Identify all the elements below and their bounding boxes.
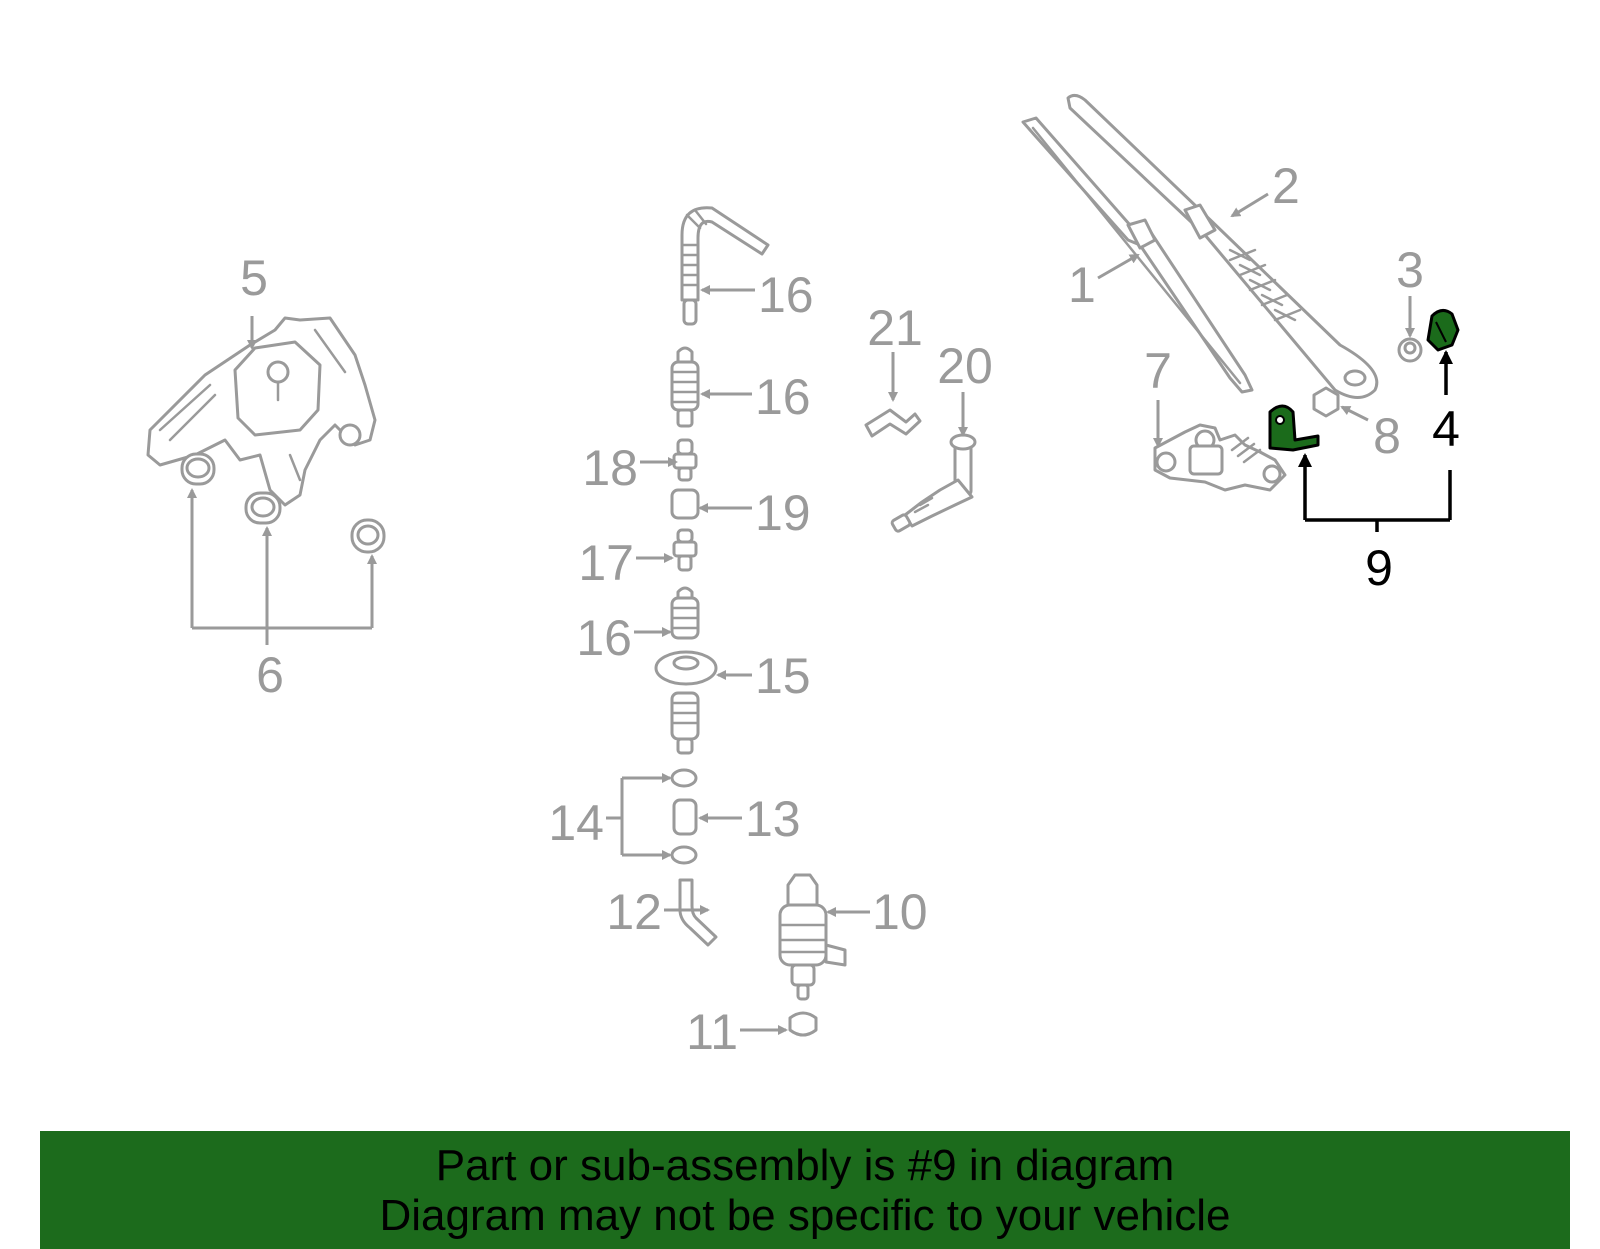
- callout-label: 8: [1373, 408, 1401, 464]
- connector-part: [864, 408, 922, 438]
- connector-part: [672, 528, 698, 572]
- hose-part: [670, 691, 700, 755]
- wiper-arm-part: [1066, 93, 1379, 399]
- bushing-part: [244, 491, 282, 525]
- sleeve-part: [672, 798, 698, 836]
- callout-label: 20: [937, 338, 993, 394]
- grommet-part: [788, 1011, 818, 1037]
- callout-label: 17: [578, 535, 634, 591]
- wiper-motor-part: [146, 316, 377, 507]
- callout-label: 2: [1272, 158, 1300, 214]
- callout-label: 16: [758, 267, 814, 323]
- callout-label: 13: [745, 791, 801, 847]
- bushing-part: [180, 452, 216, 486]
- washer-pump-part: [778, 873, 847, 1001]
- callout-label: 5: [240, 250, 268, 306]
- washer-nozzle-part: [890, 433, 977, 533]
- clamp-part: [670, 845, 698, 865]
- info-banner: Part or sub-assembly is #9 in diagram Di…: [40, 1131, 1570, 1249]
- callout-label: 21: [867, 300, 923, 356]
- callout-label: 14: [548, 795, 604, 851]
- hose-connector-part: [670, 346, 700, 428]
- bushing-part: [350, 518, 386, 554]
- callout-label: 1: [1068, 257, 1096, 313]
- cap-part: [1426, 309, 1460, 352]
- callout-label: 9: [1365, 540, 1393, 596]
- callout-label: 11: [686, 1004, 738, 1060]
- cap-part: [1268, 404, 1320, 452]
- callout-label: 16: [755, 369, 811, 425]
- nut-part: [1397, 337, 1423, 363]
- callout-label: 16: [576, 610, 632, 666]
- sleeve-part: [670, 488, 700, 520]
- elbow-hose-part: [678, 878, 718, 947]
- callout-label: 18: [582, 440, 638, 496]
- callout-label: 6: [256, 647, 284, 703]
- hose-connector-part: [670, 586, 700, 640]
- leader-lines: [187, 192, 1453, 1035]
- callout-label: 10: [872, 884, 928, 940]
- clamp-part: [670, 768, 698, 788]
- grommet-part: [654, 650, 718, 686]
- banner-line-part: Part or sub-assembly is #9 in diagram: [435, 1141, 1175, 1190]
- nut-part: [1312, 386, 1340, 418]
- callout-label: 15: [755, 648, 811, 704]
- callout-label: 12: [606, 884, 662, 940]
- banner-line-disclaimer: Diagram may not be specific to your vehi…: [379, 1191, 1231, 1240]
- callout-label: 3: [1396, 242, 1424, 298]
- check-valve-part: [672, 438, 698, 482]
- linkage-part: [1153, 423, 1287, 492]
- callout-label: 4: [1432, 401, 1460, 457]
- callout-label: 19: [755, 485, 811, 541]
- callout-label: 7: [1144, 343, 1172, 399]
- hose-part: [680, 206, 770, 326]
